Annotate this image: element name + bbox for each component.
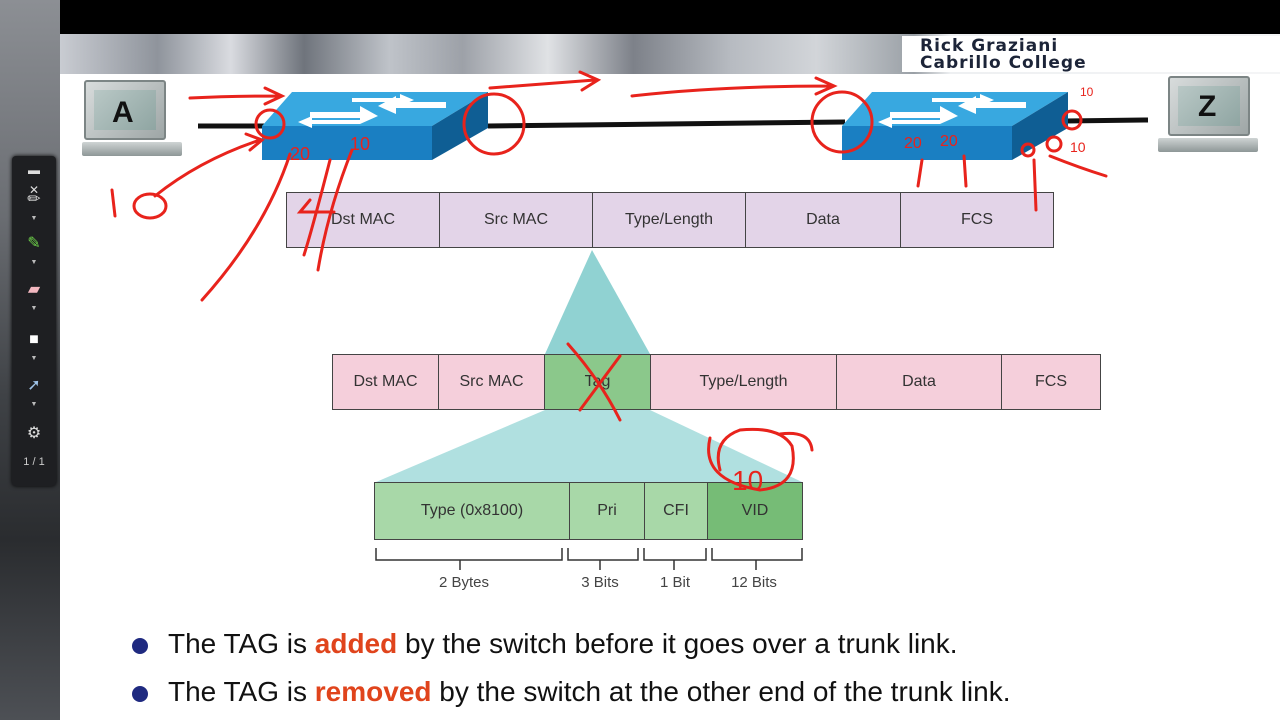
size-label-priority: 3 Bits	[581, 574, 619, 591]
field-tpid: Type (0x8100)	[374, 482, 570, 540]
arrow-annotation	[488, 70, 602, 92]
chevron-down-icon[interactable]: ▼	[30, 401, 38, 408]
ink-stroke	[132, 192, 168, 220]
host-a: A	[82, 80, 192, 160]
host-z: Z	[1158, 76, 1268, 156]
circle-annotation	[1020, 142, 1036, 158]
field-dst-mac: Dst MAC	[286, 192, 440, 248]
field-type-length: Type/Length	[592, 192, 746, 248]
circle-annotation	[462, 92, 526, 156]
zoom-wedge-lower	[376, 410, 802, 482]
field-data: Data	[745, 192, 901, 248]
handwritten-label: 20	[290, 144, 310, 164]
field-src-mac: Src MAC	[439, 192, 593, 248]
cross-out-annotation	[566, 342, 622, 422]
bullet-text: by the switch at the other end of the tr…	[431, 676, 1011, 707]
zoom-wedge-upper	[545, 250, 650, 354]
bullet-text: The TAG is	[168, 676, 315, 707]
bullet-text: The TAG is	[168, 628, 315, 659]
handwritten-label: 20	[904, 135, 922, 152]
annotation-toolbar: ▬ ✕ ✏ ▼ ✎ ▼ ▰ ▼ ■ ▼ ➚ ▼ ⚙ 1 / 1	[12, 156, 56, 486]
chevron-down-icon[interactable]: ▼	[30, 355, 38, 362]
arrow-annotation	[153, 132, 265, 198]
arrow-annotation	[188, 86, 286, 106]
ink-stroke	[916, 154, 1108, 212]
bullet-tag-removed: The TAG is removed by the switch at the …	[168, 676, 1011, 708]
whiteboard-icon[interactable]: ■	[29, 331, 39, 348]
handwritten-label: 10	[1070, 139, 1086, 155]
arrow-annotation	[630, 76, 838, 98]
handwritten-label: 10	[350, 134, 370, 154]
field-fcs: FCS	[900, 192, 1054, 248]
circle-annotation	[707, 427, 814, 492]
chevron-down-icon[interactable]: ▼	[30, 259, 38, 266]
bullet-highlight: added	[314, 628, 398, 659]
pen-icon[interactable]: ✏	[27, 191, 41, 208]
size-label-cfi: 1 Bit	[659, 574, 690, 591]
host-label: Z	[1198, 90, 1217, 123]
handwritten-label: 20	[940, 133, 958, 150]
highlighter-icon[interactable]: ✎	[27, 235, 41, 252]
ink-stroke	[110, 188, 117, 218]
ink-stroke	[200, 152, 292, 302]
author-name: Rick Graziani	[920, 36, 1059, 56]
keyboard-icon	[1158, 138, 1258, 152]
field-vid: VID	[707, 482, 803, 540]
field-dst-mac: Dst MAC	[332, 354, 439, 410]
circle-annotation	[1045, 135, 1063, 153]
switch-right-icon	[842, 92, 1068, 160]
bullet-highlight: removed	[314, 676, 432, 707]
circle-annotation	[1061, 109, 1083, 131]
link-switch2-z	[1064, 117, 1149, 124]
minimize-icon[interactable]: ▬ ✕	[28, 163, 40, 197]
slide: Rick Graziani Cabrillo College A Z	[60, 0, 1280, 720]
host-label: A	[112, 96, 134, 129]
trunk-link	[487, 119, 846, 129]
eraser-icon[interactable]: ▰	[27, 281, 41, 298]
size-label-tpid: 2 Bytes	[438, 574, 490, 591]
chevron-down-icon[interactable]: ▼	[30, 215, 38, 222]
handwritten-label: 10	[732, 465, 763, 496]
author-organization: Cabrillo College	[920, 53, 1087, 73]
handwritten-annotations: 20 10 20 20 10 10 10	[110, 70, 1108, 496]
ink-stroke	[296, 148, 354, 272]
bullet-tag-added: The TAG is added by the switch before it…	[168, 628, 958, 660]
field-fcs: FCS	[1001, 354, 1101, 410]
bullet-text: by the switch before it goes over a trun…	[397, 628, 958, 659]
bullet-icon	[132, 686, 148, 702]
circle-annotation	[254, 108, 286, 140]
bullet-icon	[132, 638, 148, 654]
switch-left-icon	[262, 92, 488, 160]
size-label-vid: 12 Bits	[731, 574, 777, 591]
field-size-braces	[375, 548, 803, 570]
monitor-icon	[84, 80, 166, 140]
gear-icon[interactable]: ⚙	[26, 425, 42, 442]
field-priority: Pri	[569, 482, 645, 540]
handwritten-label: 10	[1080, 85, 1094, 99]
field-data: Data	[836, 354, 1002, 410]
laser-pointer-icon[interactable]: ➚	[27, 377, 41, 394]
field-cfi: CFI	[644, 482, 708, 540]
network-topology	[198, 92, 1149, 570]
circle-annotation	[810, 90, 874, 154]
keyboard-icon	[82, 142, 182, 156]
banner-name-area	[902, 36, 1280, 72]
field-type-length: Type/Length	[650, 354, 837, 410]
slide-top-bar	[60, 0, 1280, 34]
monitor-icon	[1168, 76, 1250, 136]
page-indicator: 1 / 1	[23, 456, 45, 468]
chevron-down-icon[interactable]: ▼	[30, 305, 38, 312]
